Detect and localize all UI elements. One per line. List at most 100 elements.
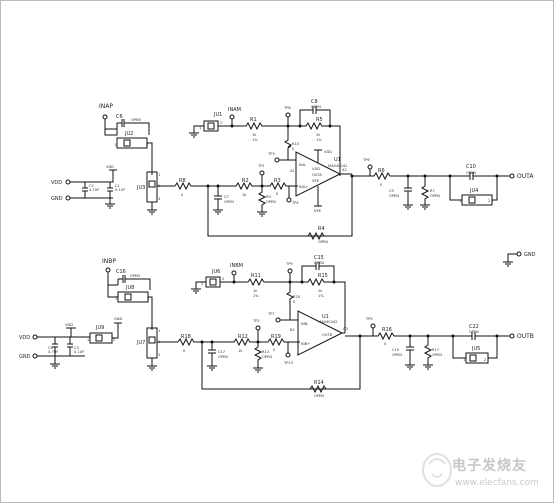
ju6-pin2: 2 (222, 277, 224, 281)
ju5-wire (452, 336, 498, 359)
c1-capacitor (107, 182, 113, 198)
c2-capacitor (82, 182, 88, 198)
gnd-sym-label: GND (524, 252, 536, 258)
gnd-a-label: GND (51, 196, 63, 202)
c16-capacitor (118, 275, 151, 290)
r5-value: 2k (316, 133, 321, 137)
tp4-ref: TP4 (291, 201, 299, 205)
r11-resistor (234, 277, 290, 287)
inbm-label: INBM (230, 263, 243, 269)
ju4-shunt (468, 196, 476, 204)
vdd-a2-bar (109, 169, 117, 175)
c1-ref: C1 (115, 184, 120, 188)
vdd-b2-bar (66, 327, 76, 337)
r10-resistor (284, 126, 296, 161)
ju3-pin1: 1 (158, 173, 160, 177)
c7-value: OPEN (224, 200, 234, 204)
c8-capacitor (299, 106, 331, 126)
ju4-ref: JU4 (469, 188, 478, 194)
inbm-terminal (231, 270, 237, 276)
c15-ref: C15 (314, 255, 324, 261)
c7-ref: C7 (224, 195, 229, 199)
r12-value: 1k (238, 349, 243, 353)
c3-ref: C3 (74, 346, 79, 350)
c6-wire (104, 122, 150, 136)
c6-value: OPEN (131, 118, 141, 122)
tp7-ref: TP7 (267, 312, 275, 316)
ju6-ref: JU6 (211, 269, 220, 275)
tp9-ref: TP9 (285, 262, 293, 266)
ju8-pin2: 2 (147, 297, 149, 301)
r8-value: 0 (181, 193, 184, 197)
c22-ref: C22 (469, 324, 479, 330)
c16-ref: C16 (116, 269, 126, 275)
gnd-b-label: GND (19, 354, 31, 360)
ju8-pin1: 1 (115, 297, 117, 301)
r18-resistor (177, 337, 202, 347)
ju9-pin2: 2 (113, 338, 115, 342)
c2-value: 4.7UF (89, 188, 99, 192)
ju3-shunt (148, 180, 156, 188)
r7-resistor (420, 176, 430, 210)
r6-value: 0 (380, 183, 383, 187)
vdd-a2-label: VDD (106, 165, 114, 169)
r18-value: 0 (183, 349, 186, 353)
u1b-pin-b2: B2 (290, 328, 295, 332)
gnd-sym-glyph (503, 253, 517, 267)
ju2-pin2: 2 (146, 143, 148, 147)
r6-resistor (370, 171, 450, 181)
c19-value: OPEN (392, 353, 402, 357)
r13-value: OPEN (262, 355, 272, 359)
ju6-pin1: 1 (201, 282, 203, 286)
u1a-ina-p: INA+ (299, 185, 308, 189)
c1-value: 0.1UF (115, 188, 125, 192)
r17-resistor (423, 336, 433, 370)
c19-capacitor (405, 336, 415, 370)
ju9-gnd-label: GND (114, 317, 122, 321)
c17-value: OPEN (218, 355, 228, 359)
r19-value: 0 (273, 348, 276, 352)
supply-a-wire (70, 175, 114, 199)
r11-ref: R11 (251, 273, 261, 279)
r16-resistor (373, 331, 453, 341)
r12-ref: R12 (238, 334, 248, 340)
c6-capacitor (117, 119, 129, 127)
ju8-ref: JU8 (125, 285, 134, 291)
c5-value: OPEN (389, 194, 399, 198)
r20-value: 0 (293, 300, 296, 304)
c16-value: OPEN (130, 274, 140, 278)
r20-ref: R20 (293, 295, 301, 299)
r7-ref: R7 (430, 189, 435, 193)
c4-value: 4.7UF (48, 350, 58, 354)
ju9-pin1: 1 (87, 338, 89, 342)
ju5-pin2: 2 (484, 358, 486, 362)
u1b-inb-m: INB- (301, 322, 309, 326)
ju5-shunt (469, 354, 477, 362)
ju6-shunt (209, 278, 217, 286)
u1b-opamp (297, 310, 344, 356)
c17-ref: C17 (218, 350, 225, 354)
r8-ref: R8 (179, 178, 186, 184)
ju5-ref: JU5 (471, 346, 480, 352)
r2-value: 1k (242, 193, 247, 197)
c7-capacitor (213, 186, 223, 215)
r18-ref: R18 (181, 334, 191, 340)
c10-ref: C10 (466, 164, 476, 170)
r15-value: 2k (318, 289, 323, 293)
r3-ref: R3 (274, 178, 281, 184)
r12-resistor (202, 337, 258, 347)
u1a-part: MAX40242 (328, 164, 347, 168)
ju3-pin3: 3 (158, 197, 160, 201)
u1a-vee-net: VEE (314, 209, 322, 213)
channel-b: INBP C16 OPEN JU8 1 2 VDD GND C4 4.7UF C… (19, 255, 534, 398)
watermark-brand: 电子发烧友 (452, 458, 527, 474)
gnd-reference: GND (503, 251, 536, 267)
r5-ref: R5 (316, 117, 323, 123)
node-c15a (300, 280, 304, 284)
ju8-wire (148, 296, 153, 330)
ju7-shunt (148, 336, 156, 344)
inam-label: INAM (228, 107, 241, 113)
r2-ref: R2 (242, 178, 249, 184)
tp6-ref: TP6 (362, 158, 370, 162)
r2-resistor (208, 181, 262, 191)
